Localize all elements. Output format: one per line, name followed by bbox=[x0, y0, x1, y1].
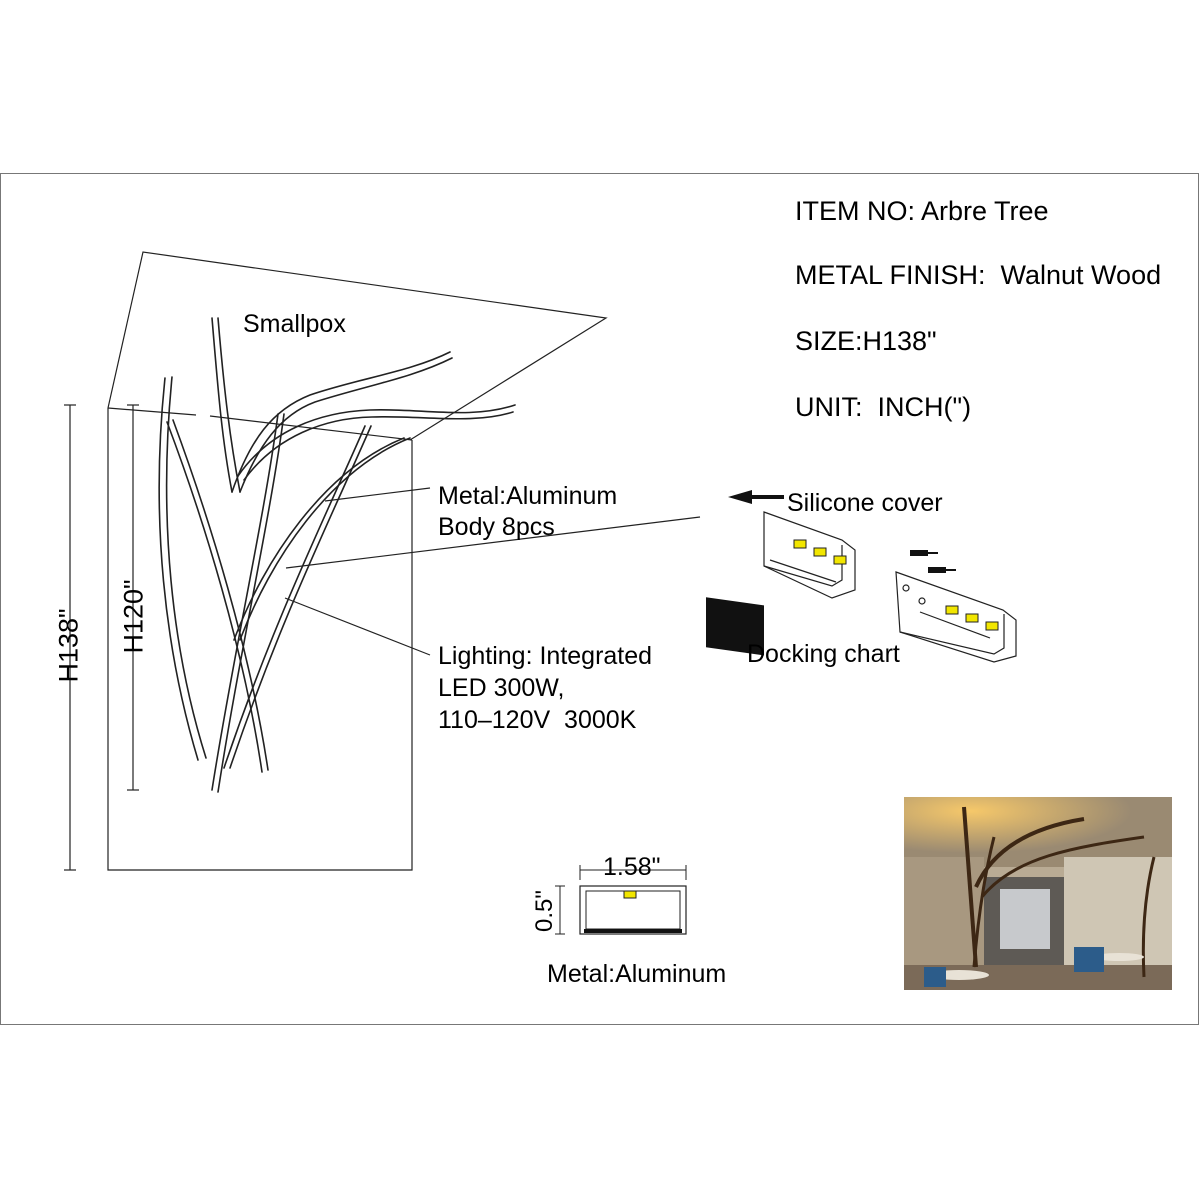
screw-icon bbox=[910, 550, 938, 556]
led-chip bbox=[793, 539, 807, 549]
drawing-sheet bbox=[0, 173, 1199, 1025]
body-height-label: H120" bbox=[118, 579, 149, 654]
screw-icon bbox=[928, 567, 956, 573]
tree-branches bbox=[158, 317, 516, 793]
total-height-label: H138" bbox=[53, 608, 84, 683]
ceiling-plane bbox=[107, 251, 608, 441]
installation-photo bbox=[904, 797, 1172, 990]
leader-lighting bbox=[284, 597, 431, 656]
canopy-label: Smallpox bbox=[243, 310, 346, 338]
led-chip bbox=[965, 613, 979, 623]
unit-spec: UNIT: INCH(") bbox=[795, 392, 972, 422]
arrow-icon bbox=[728, 490, 752, 504]
led-chip bbox=[833, 555, 847, 565]
led-chip bbox=[813, 547, 827, 557]
wall-box bbox=[107, 408, 413, 871]
body-count-label: Body 8pcs bbox=[438, 513, 555, 541]
size-spec: SIZE:H138" bbox=[795, 326, 937, 356]
body-material-label: Metal:Aluminum bbox=[438, 482, 618, 510]
profile-material-label: Metal:Aluminum bbox=[547, 960, 727, 988]
silicone-cover-label: Silicone cover bbox=[787, 489, 943, 517]
led-power-label: LED 300W, bbox=[438, 674, 565, 702]
silicone-cover-block bbox=[706, 597, 764, 656]
leader-body bbox=[324, 487, 431, 502]
led-chip bbox=[945, 605, 959, 615]
connector-drawing bbox=[706, 490, 1017, 663]
leader-silicone bbox=[285, 516, 701, 569]
profile-height-label: 0.5" bbox=[531, 890, 558, 932]
profile-section bbox=[555, 865, 687, 935]
profile-width-label: 1.58" bbox=[603, 853, 661, 881]
item-number: ITEM NO: Arbre Tree bbox=[795, 196, 1049, 226]
metal-finish: METAL FINISH: Walnut Wood bbox=[795, 260, 1162, 290]
docking-chart-label: Docking chart bbox=[747, 640, 900, 668]
led-chip bbox=[623, 890, 637, 899]
voltage-label: 110–120V 3000K bbox=[438, 706, 637, 734]
led-chip bbox=[985, 621, 999, 631]
lighting-label: Lighting: Integrated bbox=[438, 642, 653, 670]
